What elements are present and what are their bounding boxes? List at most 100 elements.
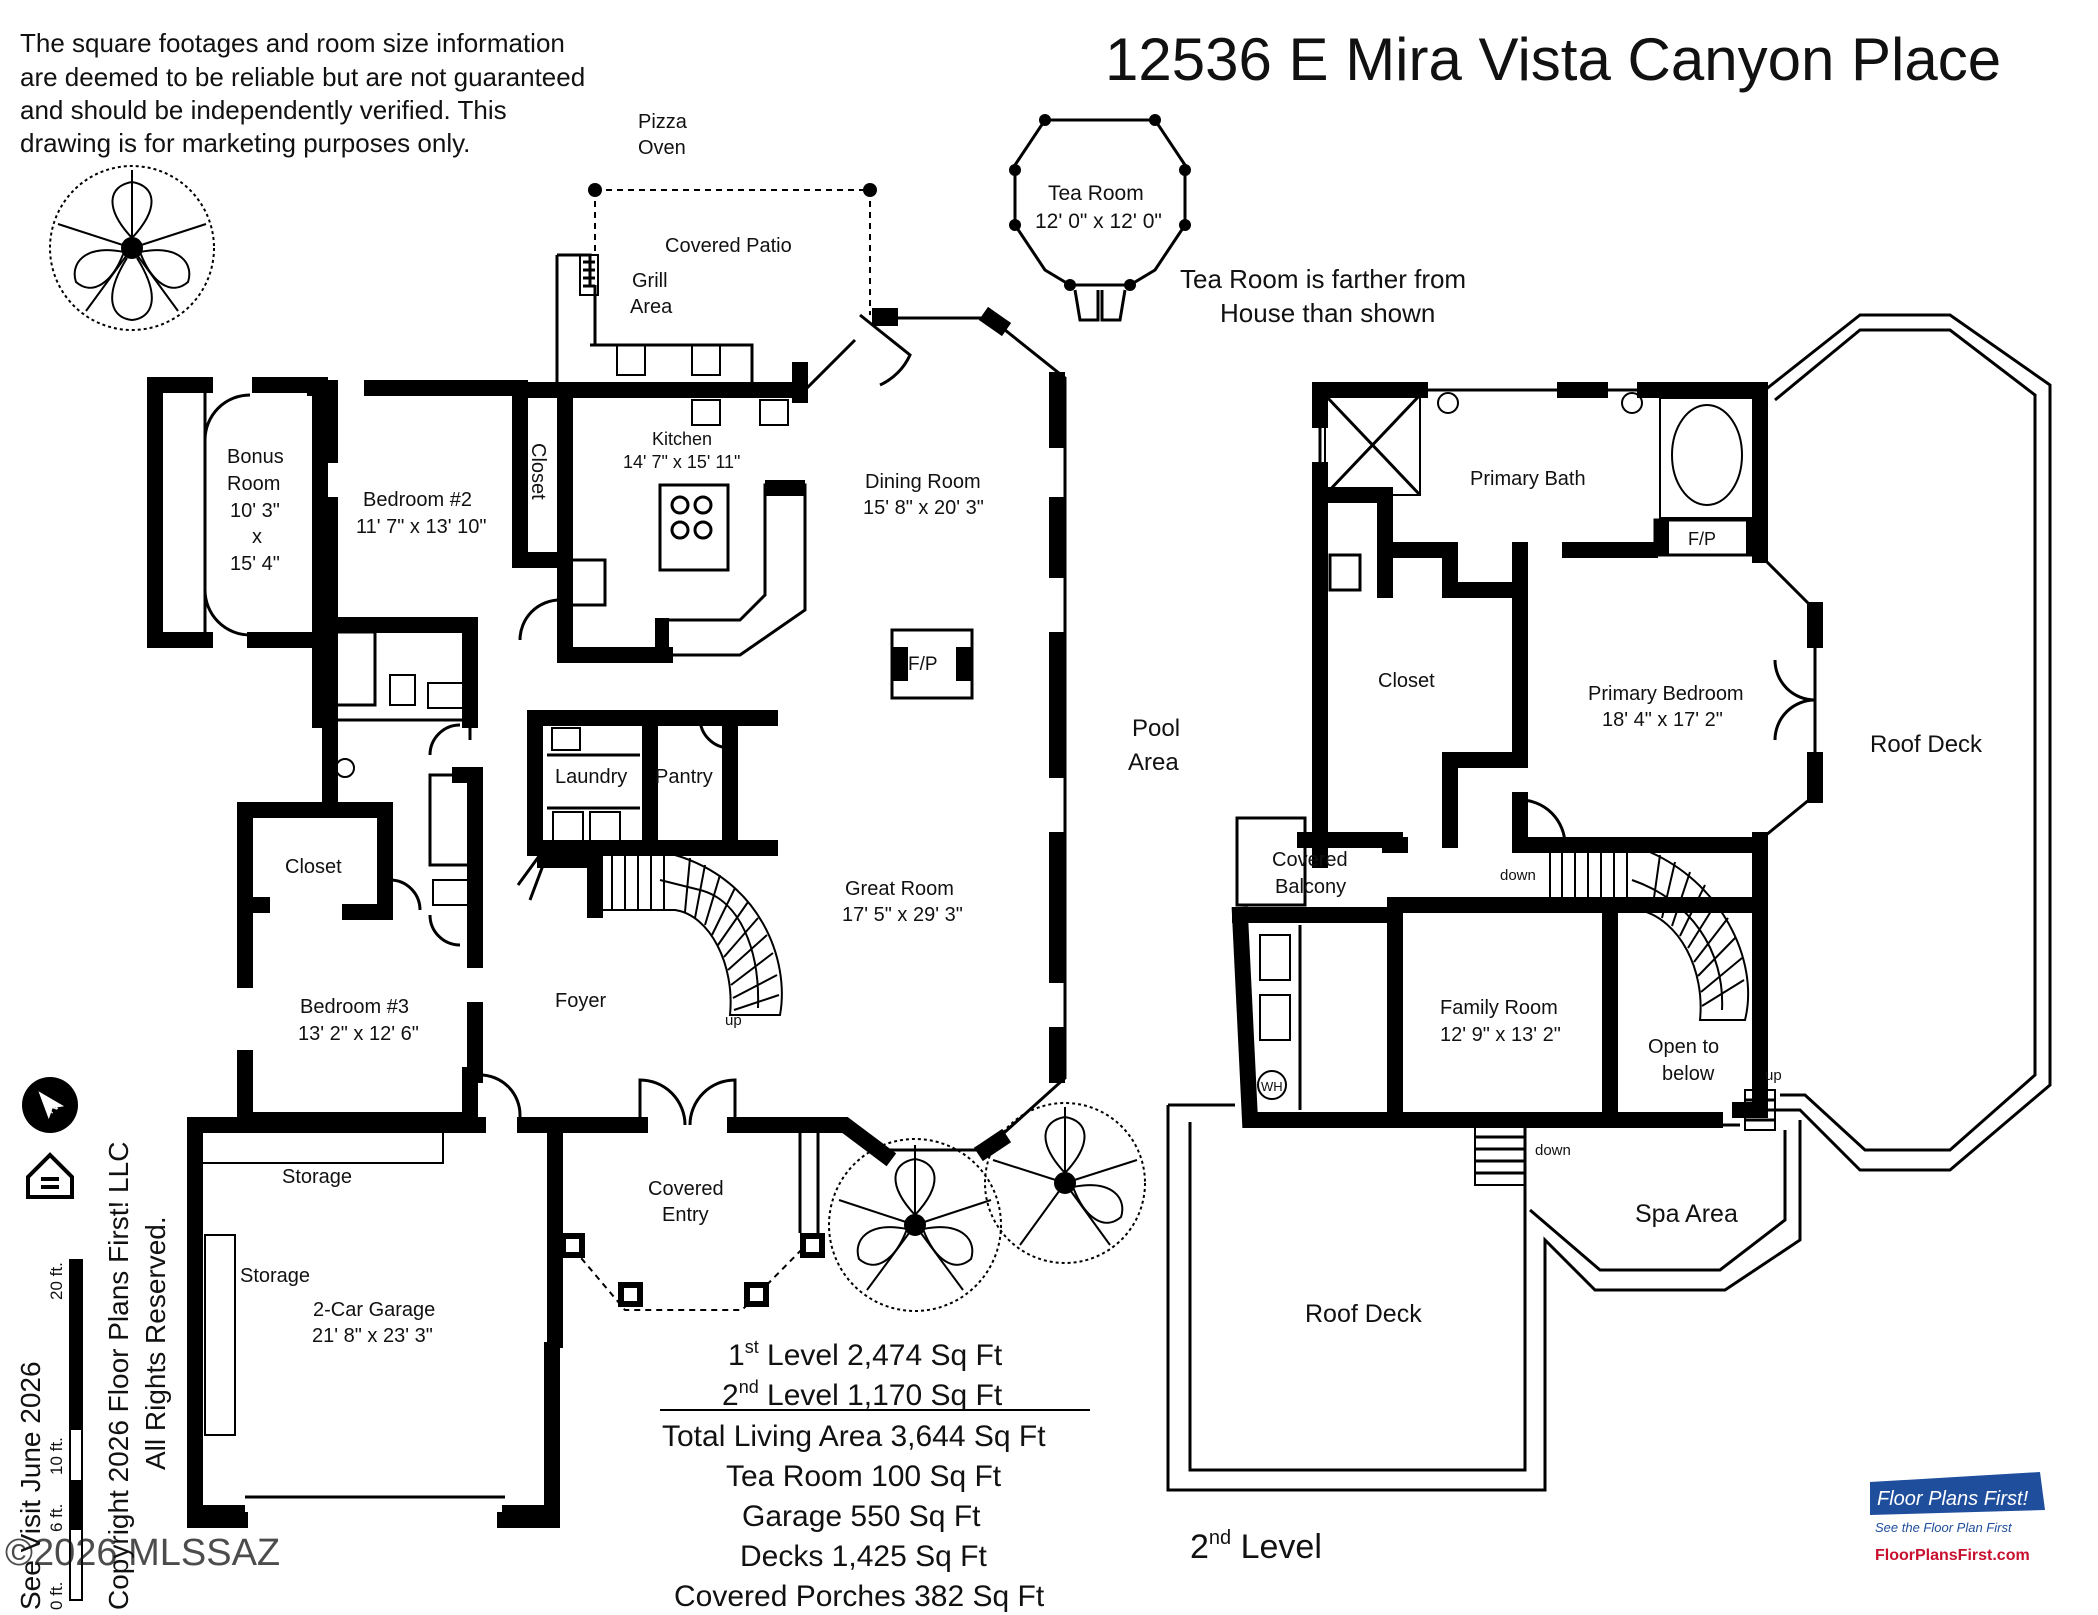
tea-room-note: Tea Room is farther from [1180,264,1466,294]
stairs-level2 [1549,849,1750,1021]
family-room-name: Family Room [1440,997,1558,1019]
family-room-size: 12' 9" x 13' 2" [1440,1024,1561,1046]
laundry-label: Laundry [555,766,627,788]
stairs-up-label-2: up [1765,1067,1782,1084]
visit-date: See Visit June 2026 [15,1361,46,1610]
bedroom3-name: Bedroom #3 [300,996,409,1018]
area-line: Tea Room 100 Sq Ft [726,1460,1002,1493]
rights: All Rights Reserved. [140,1216,171,1470]
scale-label: 10 ft. [47,1437,66,1475]
level2-title: 2nd Level [1190,1527,1322,1566]
scale-bar: 0 ft. 6 ft. 10 ft. 20 ft. [47,1259,83,1610]
area-line: Total Living Area 3,644 Sq Ft [662,1420,1046,1453]
stairs-down-label-2: down [1535,1142,1571,1159]
tree-icon [49,165,215,331]
area-line: 2nd Level 1,170 Sq Ft [722,1377,1003,1412]
kitchen-name: Kitchen [652,429,712,449]
tree-icon [984,1102,1146,1264]
kitchen-size: 14' 7" x 15' 11" [623,452,740,472]
pool-area-label: Pool [1132,715,1180,742]
tea-room-size: 12' 0" x 12' 0" [1035,210,1162,233]
area-line: 1st Level 2,474 Sq Ft [728,1337,1003,1372]
disclaimer: The square footages and room size inform… [20,28,585,158]
bedroom3-size: 13' 2" x 12' 6" [298,1023,419,1045]
level2-labels: Primary Bath F/P Closet Primary Bedroom … [1190,468,1983,1566]
cooktop [670,495,713,540]
property-title: 12536 E Mira Vista Canyon Place [1105,26,2001,93]
open-below-label: below [1662,1063,1715,1085]
area-line: Decks 1,425 Sq Ft [740,1540,987,1573]
copyright: Copyright 2026 Floor Plans First! LLC [103,1142,134,1610]
grill-area-label: Area [630,296,673,318]
bonus-room-label: x [252,526,262,548]
tree-icon [828,1138,1002,1312]
spa-area-label: Spa Area [1635,1200,1738,1228]
dining-room-size: 15' 8" x 20' 3" [863,497,984,519]
storage-label: Storage [240,1265,310,1287]
covered-entry-label: Covered [648,1178,724,1200]
watermark: ©2026 MLSSAZ [5,1532,280,1574]
scale-label: 20 ft. [47,1262,66,1300]
primary-bath-label: Primary Bath [1470,468,1586,490]
great-room-size: 17' 5" x 29' 3" [842,904,963,926]
roof-deck-right-label: Roof Deck [1870,731,1983,758]
disclaimer-line: and should be independently verified. Th… [20,95,507,125]
covered-entry-label: Entry [662,1204,709,1226]
bonus-room-label: 15' 4" [230,553,280,575]
tea-room-note: House than shown [1220,298,1435,328]
pizza-oven-label: Oven [638,137,686,159]
disclaimer-line: are deemed to be reliable but are not gu… [20,62,585,92]
primary-bedroom-size: 18' 4" x 17' 2" [1602,709,1723,731]
disclaimer-line: The square footages and room size inform… [20,28,565,58]
covered-patio-label: Covered Patio [665,235,792,257]
bonus-room-label: Room [227,473,280,495]
open-below-label: Open to [1648,1036,1719,1058]
kitchen-island [658,483,730,572]
compass-north-icon: N [22,1077,78,1133]
brand-url: FloorPlansFirst.com [1875,1547,2030,1564]
stairs-up-label: up [725,1012,742,1029]
stairs-main [601,854,783,1016]
bonus-room-label: Bonus [227,446,284,468]
bonus-room-label: 10' 3" [230,500,280,522]
area-summary: 1st Level 2,474 Sq Ft 2nd Level 1,170 Sq… [660,1337,1090,1613]
pool-area-label: Area [1128,749,1179,776]
storage-label: Storage [282,1166,352,1188]
area-line: Covered Porches 382 Sq Ft [674,1580,1045,1613]
level1-walls: up [147,183,1067,1528]
brand-logo: Floor Plans First! See the Floor Plan Fi… [1870,1472,2045,1564]
pizza-oven-label: Pizza [638,111,688,133]
level1-labels: Pizza Oven Covered Patio Grill Area Kitc… [227,111,1180,1347]
great-room-name: Great Room [845,878,954,900]
area-line: Garage 550 Sq Ft [742,1500,981,1533]
bedroom2-name: Bedroom #2 [363,489,472,511]
fireplace-level2-label: F/P [1688,529,1716,549]
scale-label: 6 ft. [47,1504,66,1532]
brand-tagline: See the Floor Plan First [1875,1520,2013,1535]
roof-deck-bottom-label: Roof Deck [1305,1300,1422,1328]
tea-room [1009,114,1191,322]
garage-name: 2-Car Garage [313,1299,435,1321]
dining-room-name: Dining Room [865,471,981,493]
closet-label: Closet [527,443,549,500]
closet-level2-label: Closet [1378,670,1435,692]
garage-size: 21' 8" x 23' 3" [312,1325,433,1347]
fireplace-label: F/P [908,654,938,675]
primary-bedroom-name: Primary Bedroom [1588,683,1744,705]
foyer-label: Foyer [555,990,606,1012]
brand-name: Floor Plans First! [1877,1488,2029,1510]
closet-bed3-label: Closet [285,856,342,878]
covered-balcony-label: Covered [1272,849,1348,871]
equal-housing-icon [26,1152,74,1199]
covered-balcony-label: Balcony [1275,876,1346,898]
water-heater-label: WH [1261,1079,1283,1094]
grill-area-label: Grill [632,270,668,292]
scale-label: 0 ft. [47,1582,66,1610]
bedroom2-size: 11' 7" x 13' 10" [356,516,486,538]
level2-walls: down up down [1166,313,2052,1492]
pantry-label: Pantry [655,766,713,788]
stairs-down-label: down [1500,867,1536,884]
tea-room-name: Tea Room [1048,182,1144,205]
disclaimer-line: drawing is for marketing purposes only. [20,128,470,158]
